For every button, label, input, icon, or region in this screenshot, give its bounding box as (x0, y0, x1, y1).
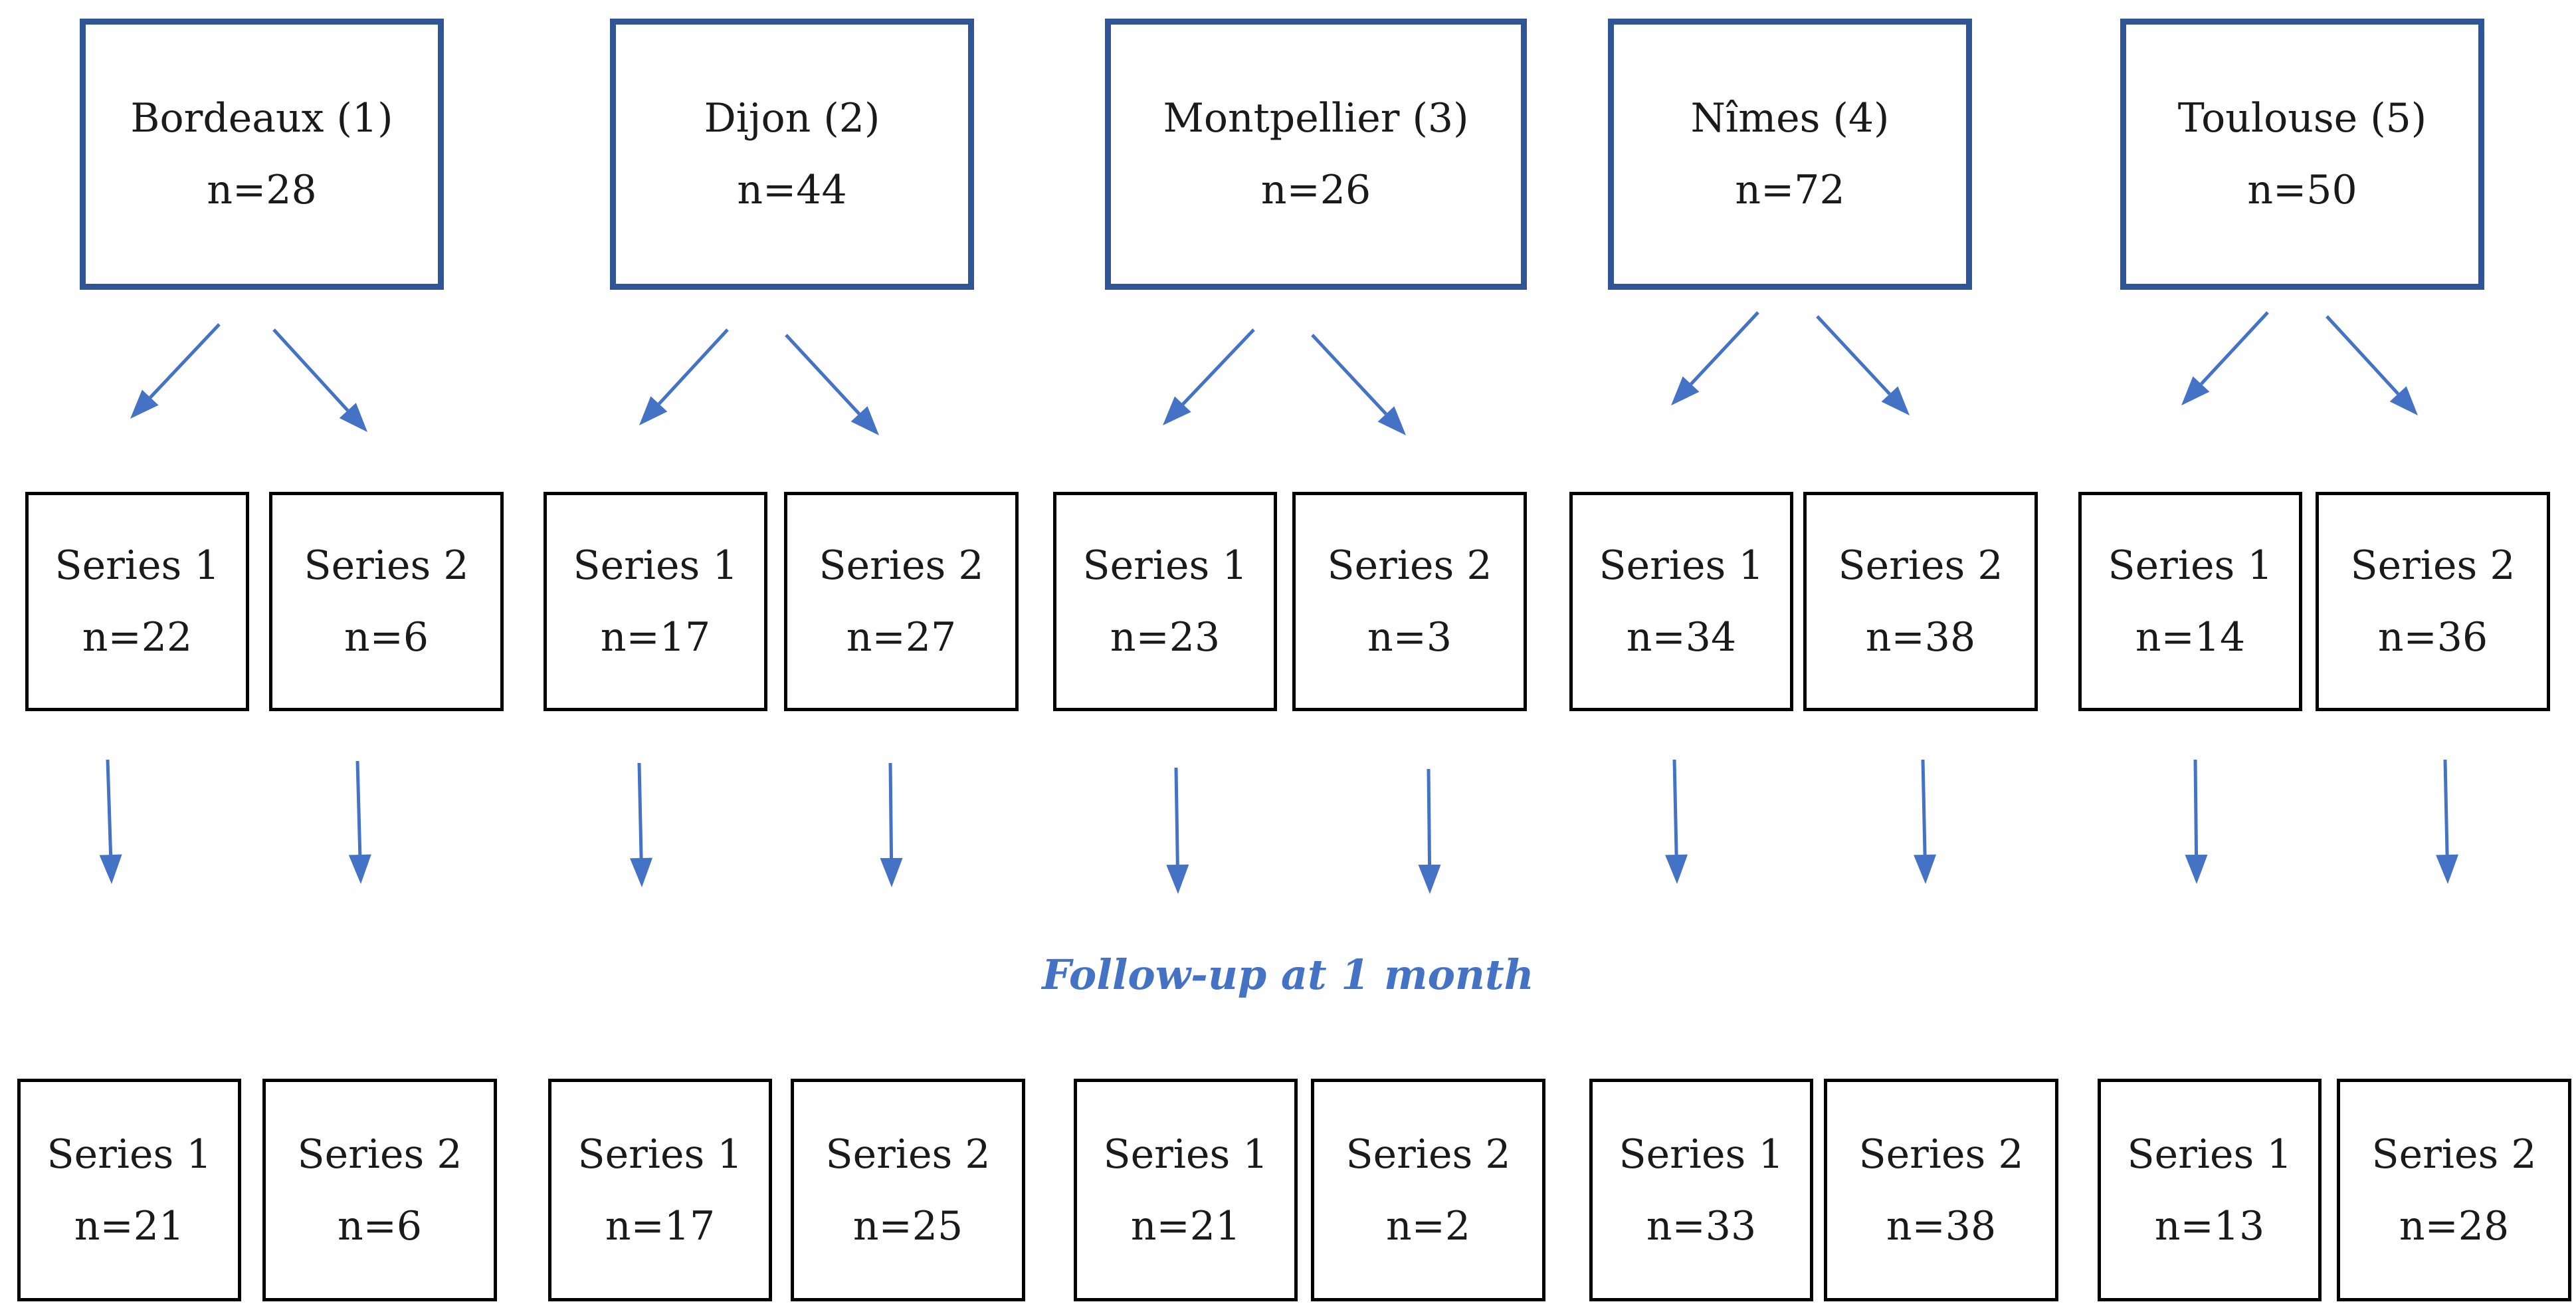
followup-box-c2-s1: Series 1 n=17 (548, 1079, 772, 1301)
center-box-4-count: n=72 (1735, 167, 1845, 213)
arrow-split-c4-s2 (1816, 315, 1910, 415)
followup-box-c3-s1-count: n=21 (1130, 1202, 1241, 1250)
arrow-followup-c2-s1 (630, 762, 653, 887)
arrow-split-c5-s2 (2326, 315, 2418, 415)
series-box-c3-s2-count: n=3 (1367, 614, 1452, 661)
series-box-c2-s2-count: n=27 (846, 614, 957, 661)
arrow-split-c3-s1 (1163, 328, 1255, 425)
center-box-4-label: Nîmes (4) (1690, 95, 1890, 142)
followup-box-c3-s1: Series 1 n=21 (1074, 1079, 1298, 1301)
series-box-c4-s2: Series 2 n=38 (1803, 492, 2038, 711)
arrow-followup-c3-s1 (1166, 767, 1189, 894)
arrow-followup-c5-s1 (2185, 759, 2208, 884)
center-box-5-label: Toulouse (5) (2177, 95, 2427, 142)
followup-box-c4-s1-count: n=33 (1646, 1202, 1757, 1250)
series-box-c3-s1-label: Series 1 (1082, 542, 1248, 589)
arrow-split-c2-s2 (785, 334, 879, 435)
followup-box-c5-s2-count: n=28 (2399, 1202, 2510, 1250)
arrow-followup-c4-s2 (1914, 759, 1937, 884)
followup-box-c5-s2: Series 2 n=28 (2337, 1079, 2571, 1301)
center-box-2-label: Dijon (2) (704, 95, 880, 142)
arrow-split-c3-s2 (1311, 334, 1406, 435)
arrow-followup-c3-s2 (1418, 768, 1441, 894)
followup-box-c4-s1-label: Series 1 (1619, 1131, 1784, 1178)
center-box-1-count: n=28 (207, 167, 317, 213)
series-box-c2-s2-label: Series 2 (819, 542, 984, 589)
followup-box-c2-s2-label: Series 2 (825, 1131, 991, 1178)
center-box-1-label: Bordeaux (1) (130, 95, 393, 142)
series-box-c2-s1-label: Series 1 (573, 542, 738, 589)
followup-box-c1-s2-count: n=6 (337, 1202, 423, 1250)
series-box-c4-s1: Series 1 n=34 (1569, 492, 1793, 711)
arrow-followup-c2-s2 (880, 762, 903, 887)
series-box-c1-s2-count: n=6 (344, 614, 429, 661)
series-box-c5-s2-count: n=36 (2377, 614, 2488, 661)
center-box-2: Dijon (2) n=44 (610, 19, 974, 290)
arrow-followup-c5-s2 (2436, 759, 2459, 884)
series-box-c1-s1-count: n=22 (82, 614, 193, 661)
followup-box-c3-s1-label: Series 1 (1103, 1131, 1268, 1178)
center-box-4: Nîmes (4) n=72 (1608, 19, 1972, 290)
followup-box-c1-s2-label: Series 2 (297, 1131, 462, 1178)
series-box-c3-s2: Series 2 n=3 (1292, 492, 1527, 711)
series-box-c3-s2-label: Series 2 (1327, 542, 1492, 589)
followup-box-c2-s2-count: n=25 (852, 1202, 963, 1250)
series-box-c5-s1-label: Series 1 (2108, 542, 2273, 589)
series-box-c3-s1-count: n=23 (1110, 614, 1221, 661)
followup-box-c4-s2-label: Series 2 (1858, 1131, 2024, 1178)
followup-box-c5-s1-count: n=13 (2154, 1202, 2265, 1250)
series-box-c2-s1: Series 1 n=17 (544, 492, 767, 711)
series-box-c5-s1: Series 1 n=14 (2078, 492, 2302, 711)
followup-box-c1-s1-label: Series 1 (47, 1131, 212, 1178)
followup-box-c3-s2-label: Series 2 (1345, 1131, 1511, 1178)
followup-box-c1-s2: Series 2 n=6 (262, 1079, 497, 1301)
series-box-c2-s2: Series 2 n=27 (784, 492, 1019, 711)
series-box-c4-s1-label: Series 1 (1599, 542, 1764, 589)
series-box-c1-s1-label: Series 1 (54, 542, 220, 589)
followup-box-c1-s1: Series 1 n=21 (17, 1079, 241, 1301)
followup-box-c5-s1-label: Series 1 (2127, 1131, 2292, 1178)
arrow-followup-c1-s2 (348, 760, 371, 884)
series-box-c4-s2-label: Series 2 (1838, 542, 2003, 589)
arrow-split-c1-s2 (272, 328, 367, 432)
arrow-split-c5-s1 (2181, 311, 2269, 405)
arrow-split-c4-s1 (1671, 311, 1759, 405)
center-box-5-count: n=50 (2247, 167, 2357, 213)
followup-box-c4-s1: Series 1 n=33 (1589, 1079, 1813, 1301)
arrow-split-c1-s1 (130, 323, 221, 419)
center-box-3-label: Montpellier (3) (1163, 95, 1469, 142)
series-box-c1-s2: Series 2 n=6 (269, 492, 504, 711)
arrow-split-c2-s1 (639, 328, 729, 425)
series-box-c5-s2-label: Series 2 (2350, 542, 2516, 589)
followup-box-c2-s2: Series 2 n=25 (791, 1079, 1025, 1301)
arrow-followup-c1-s1 (99, 759, 122, 884)
followup-box-c2-s1-label: Series 1 (577, 1131, 743, 1178)
center-box-5: Toulouse (5) n=50 (2120, 19, 2484, 290)
center-box-2-count: n=44 (737, 167, 847, 213)
followup-box-c3-s2-count: n=2 (1385, 1202, 1471, 1250)
series-box-c5-s2: Series 2 n=36 (2316, 492, 2550, 711)
center-box-3-count: n=26 (1260, 167, 1371, 213)
series-box-c3-s1: Series 1 n=23 (1053, 492, 1277, 711)
followup-box-c4-s2: Series 2 n=38 (1824, 1079, 2058, 1301)
followup-box-c1-s1-count: n=21 (74, 1202, 185, 1250)
followup-box-c4-s2-count: n=38 (1886, 1202, 1997, 1250)
center-box-3: Montpellier (3) n=26 (1105, 19, 1527, 290)
arrow-followup-c4-s1 (1665, 759, 1688, 884)
series-box-c1-s1: Series 1 n=22 (25, 492, 249, 711)
followup-box-c2-s1-count: n=17 (605, 1202, 716, 1250)
series-box-c2-s1-count: n=17 (600, 614, 711, 661)
series-box-c4-s2-count: n=38 (1865, 614, 1976, 661)
followup-box-c5-s2-label: Series 2 (2371, 1131, 2537, 1178)
followup-box-c3-s2: Series 2 n=2 (1311, 1079, 1545, 1301)
center-box-1: Bordeaux (1) n=28 (80, 19, 444, 290)
series-box-c5-s1-count: n=14 (2135, 614, 2246, 661)
series-box-c1-s2-label: Series 2 (304, 542, 469, 589)
followup-box-c5-s1: Series 1 n=13 (2098, 1079, 2322, 1301)
series-box-c4-s1-count: n=34 (1626, 614, 1737, 661)
followup-caption: Follow-up at 1 month (1042, 950, 1534, 999)
